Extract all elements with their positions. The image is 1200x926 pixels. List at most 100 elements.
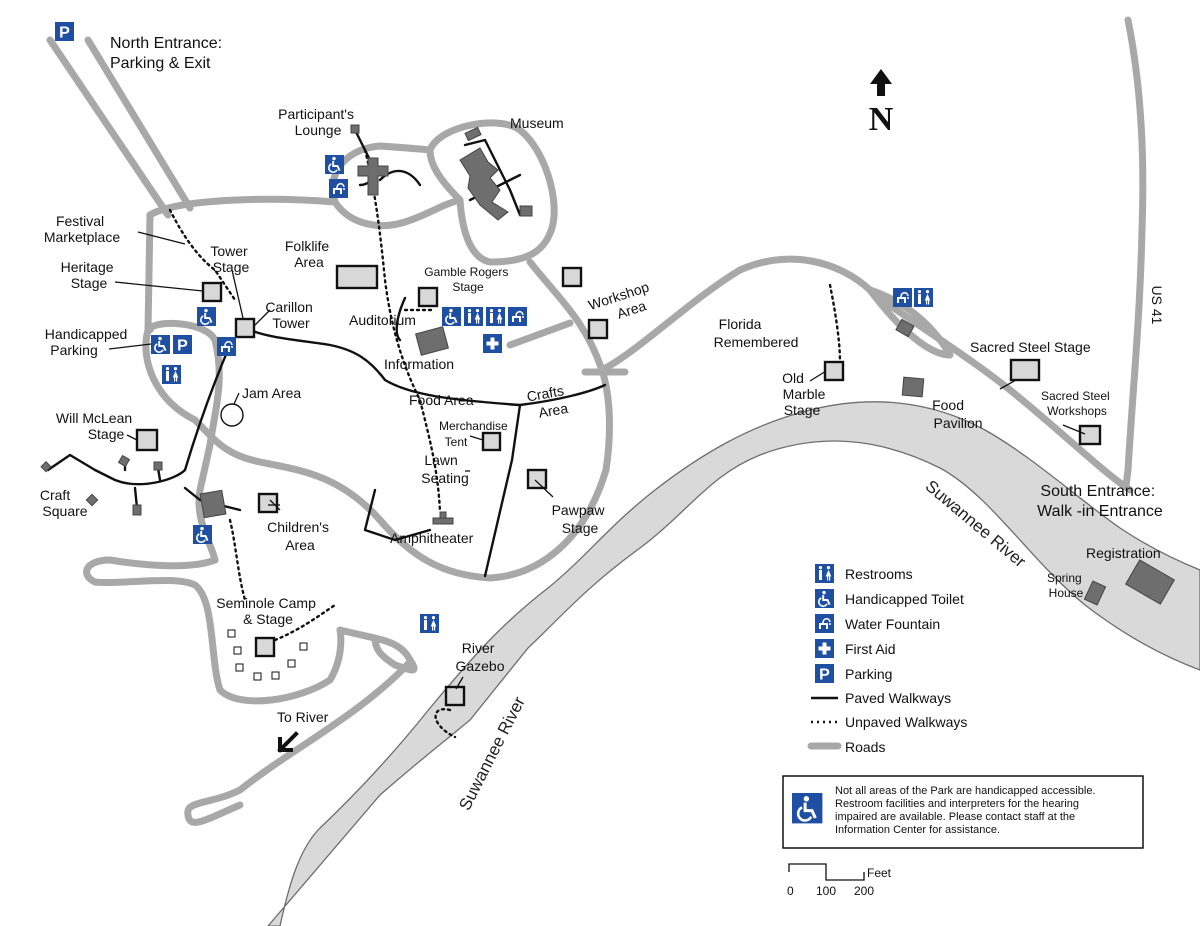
to-river-arrow-icon xyxy=(277,731,299,753)
river-gazebo-label: River Gazebo xyxy=(455,640,504,674)
sacred-steel-workshops-label: Sacred Steel Workshops xyxy=(1041,389,1113,418)
legend-handicapped-toilet-icon xyxy=(814,588,835,609)
legend-label: Parking xyxy=(845,666,892,682)
merchandise-tent-marker[interactable] xyxy=(481,431,502,452)
craft-hut-1 xyxy=(40,461,52,473)
workshop-area-marker-2[interactable] xyxy=(587,318,609,340)
buildings xyxy=(40,124,1176,606)
scale-tick-200: 200 xyxy=(854,884,874,898)
lawn-seating-label: Lawn Seating xyxy=(421,452,468,486)
spring-house-building xyxy=(1083,580,1107,606)
handicapped-toilet-icon xyxy=(192,524,213,545)
place-labels: North Entrance: Parking & Exit South Ent… xyxy=(40,35,1165,813)
leader-lines xyxy=(108,231,1086,690)
heritage-stage-marker[interactable] xyxy=(201,281,223,303)
legend-label: Water Fountain xyxy=(845,616,940,632)
handicapped-toilet-icon xyxy=(196,306,217,327)
craft-square-building xyxy=(199,489,227,519)
auditorium-label: Auditorium xyxy=(349,312,416,328)
scale-tick-100: 100 xyxy=(816,884,836,898)
spring-house-label: Spring House xyxy=(1047,571,1085,600)
sacred-steel-stage-marker[interactable] xyxy=(1009,358,1041,382)
crafts-area-label: Crafts Area xyxy=(525,382,572,423)
museum-building xyxy=(459,147,509,221)
note-text: Not all areas of the Park are handicappe… xyxy=(835,785,1099,836)
legend-label: Unpaved Walkways xyxy=(845,714,967,730)
roads xyxy=(46,16,1147,826)
handicapped-toilet-icon xyxy=(150,334,171,355)
restrooms-icon xyxy=(162,365,181,384)
pawpaw-stage-label: Pawpaw Stage xyxy=(552,502,609,536)
handicapped-toilet-icon xyxy=(324,154,345,175)
seminole-chickees xyxy=(227,629,308,681)
legend-label: Roads xyxy=(845,739,885,755)
legend-label: Paved Walkways xyxy=(845,690,951,706)
gamble-rogers-stage-marker[interactable] xyxy=(417,286,439,308)
legend-label: Restrooms xyxy=(845,566,913,582)
scale-unit: Feet xyxy=(867,866,892,880)
unpaved-walkways xyxy=(168,148,842,739)
sacred-steel-workshops-marker[interactable] xyxy=(1078,424,1102,446)
old-marble-stage-label: Old Marble Stage xyxy=(782,370,829,418)
accessibility-icon xyxy=(790,791,824,825)
craft-hut-3 xyxy=(153,461,163,471)
handicapped-toilet-icon xyxy=(441,306,462,327)
water-fountain-icon xyxy=(328,178,349,199)
folklife-area-marker[interactable] xyxy=(335,264,379,290)
old-marble-stage-marker[interactable] xyxy=(823,360,845,382)
pawpaw-stage-marker[interactable] xyxy=(526,468,548,490)
registration-label: Registration xyxy=(1086,545,1161,561)
craft-square-label: Craft Square xyxy=(40,487,88,519)
participants-lounge-label: Participant's Lounge xyxy=(278,106,358,138)
merchandise-tent-label: Merchandise Tent xyxy=(439,419,511,449)
food-area-label: Food Area xyxy=(409,392,474,408)
water-fountain-icon xyxy=(507,306,528,327)
handicapped-parking-label: Handicapped Parking xyxy=(45,326,131,358)
tower-stage-marker[interactable] xyxy=(234,317,256,339)
craft-hut-2 xyxy=(117,454,131,468)
childrens-area-label: Children's Area xyxy=(267,519,333,553)
stages xyxy=(135,264,1102,707)
festival-marketplace-label: Festival Marketplace xyxy=(44,213,120,245)
restrooms-icon xyxy=(464,307,483,326)
to-river-label: To River xyxy=(277,709,329,725)
chapel-building xyxy=(357,157,389,196)
first-aid-icon xyxy=(483,334,502,353)
jam-area-label: Jam Area xyxy=(242,385,301,401)
legend: Restrooms Handicapped Toilet Water Fount… xyxy=(807,564,967,755)
participants-lounge-building xyxy=(350,124,360,134)
north-letter: N xyxy=(869,101,894,138)
florida-remembered-label: Florida Remembered xyxy=(714,316,799,350)
paved-walkways xyxy=(46,128,607,578)
food-pavilion-label: Food Pavilion xyxy=(932,397,982,431)
kiosk-building xyxy=(895,318,915,338)
information-label: Information xyxy=(384,356,454,372)
north-entrance-label: North Entrance: Parking & Exit xyxy=(110,35,227,72)
river-gazebo-marker[interactable] xyxy=(444,685,466,707)
restrooms-icon xyxy=(914,288,933,307)
legend-parking-icon xyxy=(815,664,834,684)
food-pavilion-building xyxy=(901,376,925,398)
water-fountain-icon xyxy=(892,287,913,308)
legend-restrooms-icon xyxy=(815,564,834,583)
information-building xyxy=(415,326,449,356)
accessibility-note: Not all areas of the Park are handicappe… xyxy=(782,775,1144,849)
museum-label: Museum xyxy=(510,115,564,131)
gamble-rogers-stage-label: Gamble Rogers Stage xyxy=(424,265,511,294)
north-arrow: N xyxy=(869,69,894,138)
sacred-steel-stage-label: Sacred Steel Stage xyxy=(970,339,1091,355)
craft-hut-4 xyxy=(85,493,99,507)
workshop-area-marker-1[interactable] xyxy=(561,266,583,288)
jam-area-circle[interactable] xyxy=(220,403,244,427)
us41-label: US 41 xyxy=(1149,286,1165,325)
folklife-area-label: Folklife Area xyxy=(285,238,333,270)
restrooms-icon xyxy=(420,614,439,633)
restrooms-icon xyxy=(486,307,505,326)
legend-water-fountain-icon xyxy=(814,613,835,634)
registration-building xyxy=(1124,559,1176,605)
seminole-stage-marker[interactable] xyxy=(254,636,276,658)
childrens-area-marker[interactable] xyxy=(257,492,279,514)
scale-tick-0: 0 xyxy=(787,884,794,898)
will-mclean-stage-marker[interactable] xyxy=(135,428,159,452)
